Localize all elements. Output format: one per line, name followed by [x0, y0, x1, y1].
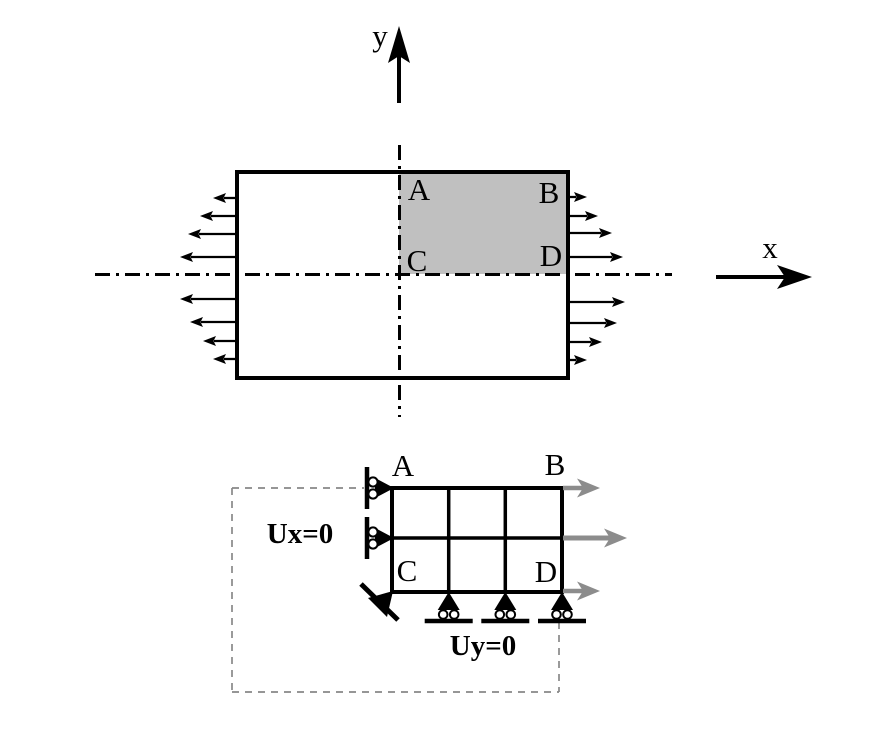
y-axis-arrow-icon	[388, 26, 410, 103]
mesh-corner-d: D	[535, 554, 557, 589]
roller-support-bottom-1-icon	[424, 592, 473, 624]
shaded-quarter-region	[399, 174, 566, 274]
tension-arrows-left	[180, 193, 237, 364]
roller-support-bottom-3-icon	[538, 592, 586, 624]
roller-support-bottom-2-icon	[481, 592, 530, 624]
roller-support-left-middle-icon	[364, 517, 394, 559]
plate-corner-c: C	[407, 243, 428, 278]
bottom-figure-mesh-model: A B C D Ux=0 Uy=0	[231, 447, 627, 693]
mesh-corner-c: C	[397, 553, 418, 588]
bc-label-uy: Uy=0	[450, 630, 516, 662]
tension-arrows-right	[568, 192, 625, 365]
roller-support-left-top-icon	[364, 467, 394, 509]
plate-corner-a: A	[408, 172, 431, 207]
model-boundary-dashed	[231, 487, 560, 693]
x-axis-label: x	[762, 230, 778, 265]
top-figure-plate: y x A B C D	[95, 18, 812, 417]
mesh-corner-a: A	[392, 448, 415, 483]
mesh-corner-b: B	[545, 447, 566, 482]
x-axis-arrow-icon	[716, 265, 812, 289]
y-axis-label: y	[372, 18, 388, 53]
fe-mesh	[390, 486, 564, 594]
inclined-corner-support-icon	[359, 582, 400, 622]
plate-outline	[235, 170, 570, 380]
plate-corner-d: D	[540, 238, 562, 273]
plate-corner-b: B	[539, 175, 560, 210]
bc-label-ux: Ux=0	[267, 518, 333, 550]
load-arrows	[563, 478, 627, 601]
